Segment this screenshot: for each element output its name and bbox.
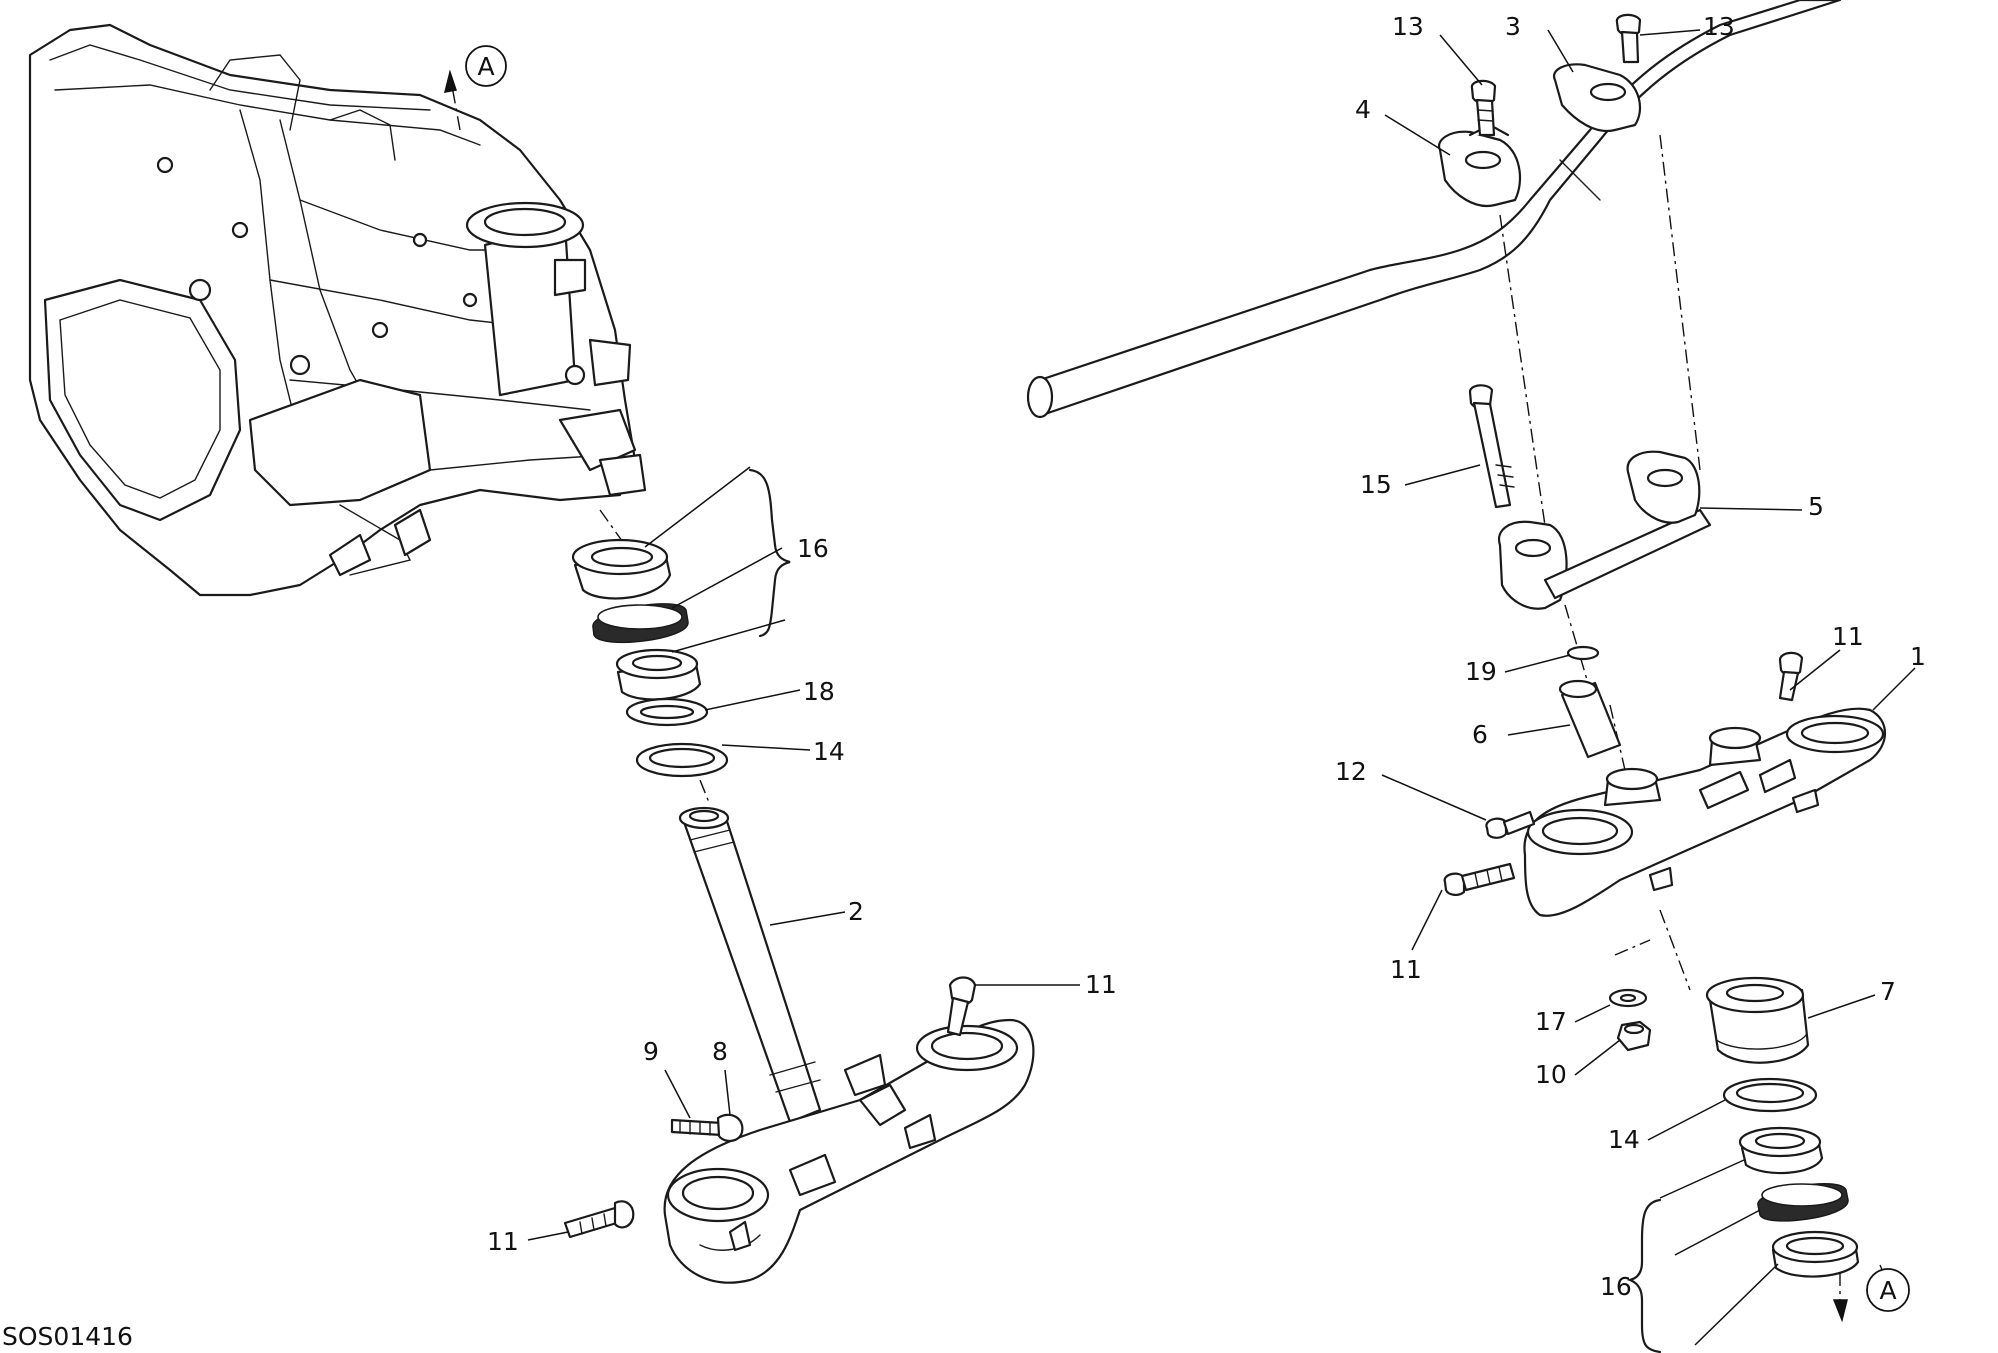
callout-5: 5 [1808, 492, 1824, 521]
callout-10: 10 [1535, 1060, 1567, 1089]
left-bearing-stack [571, 468, 791, 806]
callout-3: 3 [1505, 12, 1521, 41]
frame-drawing [28, 23, 647, 597]
callout-labels: 16 18 14 2 11 9 8 11 13 3 13 4 5 15 19 6… [487, 12, 1926, 1301]
right-bearing-stack [1626, 976, 1860, 1353]
callout-6: 6 [1472, 720, 1488, 749]
reference-mark-top: A [443, 45, 507, 131]
callout-9: 9 [643, 1037, 659, 1066]
callout-2: 2 [848, 897, 864, 926]
callout-11-lower-clamp-side: 11 [487, 1227, 519, 1256]
callout-13-left: 13 [1392, 12, 1424, 41]
riser-bracket [1468, 384, 1712, 610]
callout-17: 17 [1535, 1007, 1567, 1036]
handlebar-clamps [1437, 13, 1701, 561]
callout-18: 18 [803, 677, 835, 706]
drawing-code: SOS01416 [2, 1322, 133, 1351]
callout-11-upper-clamp-left: 11 [1390, 955, 1422, 984]
callout-13-right: 13 [1703, 12, 1735, 41]
ref-mark-label: A [477, 52, 494, 81]
callout-19: 19 [1465, 657, 1497, 686]
callout-14-left: 14 [813, 737, 845, 766]
ref-mark-label: A [1879, 1276, 1896, 1305]
callout-12: 12 [1335, 757, 1367, 786]
callout-14-right: 14 [1608, 1125, 1640, 1154]
callout-15: 15 [1360, 470, 1392, 499]
callout-11-lower-clamp-top: 11 [1085, 970, 1117, 999]
callout-8: 8 [712, 1037, 728, 1066]
callout-16-right: 16 [1600, 1272, 1632, 1301]
callout-7: 7 [1880, 977, 1896, 1006]
reference-mark-bottom: A [1832, 1268, 1910, 1323]
steering-stem-lower-clamp [563, 806, 1035, 1284]
callout-1: 1 [1910, 642, 1926, 671]
callout-16-left: 16 [797, 534, 829, 563]
leader-lines [527, 29, 1916, 1346]
upper-triple-clamp [1443, 604, 1896, 1301]
handlebar [1026, 0, 1842, 419]
callout-11-upper-clamp-right: 11 [1832, 622, 1864, 651]
callout-4: 4 [1355, 95, 1371, 124]
